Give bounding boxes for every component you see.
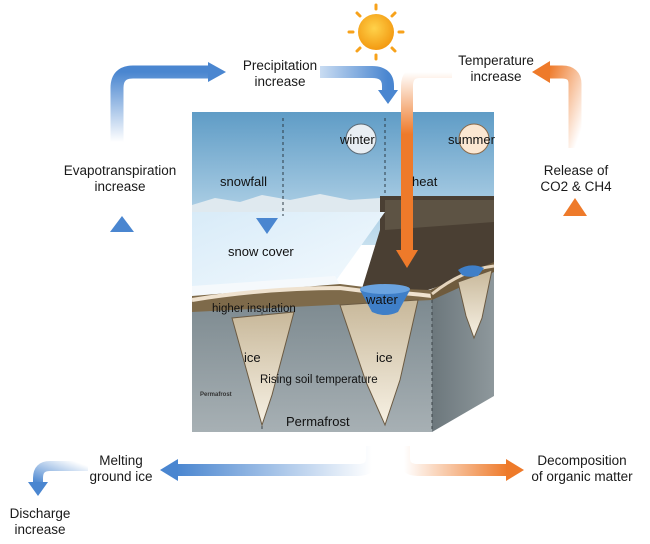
arrow-precip-to-block	[320, 66, 398, 104]
arrow-snowfall	[256, 100, 278, 234]
arrow-evap-to-precip	[110, 62, 226, 142]
arrow-temperature-to-heat	[396, 66, 452, 268]
mountains	[192, 194, 380, 212]
arrow-melting-to-discharge	[28, 461, 88, 496]
label-permafrost: Permafrost	[286, 414, 350, 429]
ice-wedge-left	[231, 311, 295, 427]
ice-wedge-side	[457, 269, 493, 340]
label-water: water	[366, 292, 398, 307]
permafrost-watermark: Permafrost	[200, 392, 232, 398]
arrow-block-to-decomposition	[398, 446, 524, 481]
label-snow-cover: snow cover	[228, 244, 294, 259]
summer-season-icon	[458, 123, 490, 155]
arrow-decomposition-to-release	[563, 198, 587, 440]
winter-season-icon	[345, 123, 377, 155]
label-heat: heat	[412, 174, 438, 189]
arrow-block-to-melting	[160, 446, 378, 481]
label-snowfall: snowfall	[220, 174, 267, 189]
label-rising-soil-temperature: Rising soil temperature	[260, 374, 378, 386]
label-ice-left: ice	[244, 350, 261, 365]
ice-wedge-right	[339, 299, 419, 427]
arrow-melting-to-evap	[110, 216, 134, 438]
label-ice-right: ice	[376, 350, 393, 365]
sun-icon	[347, 3, 405, 61]
label-higher-insulation: higher insulation	[212, 303, 296, 315]
label-winter: winter	[340, 132, 375, 147]
arrow-release-to-temperature	[532, 61, 582, 148]
snow-cover	[192, 212, 385, 292]
label-summer: summer	[448, 132, 495, 147]
